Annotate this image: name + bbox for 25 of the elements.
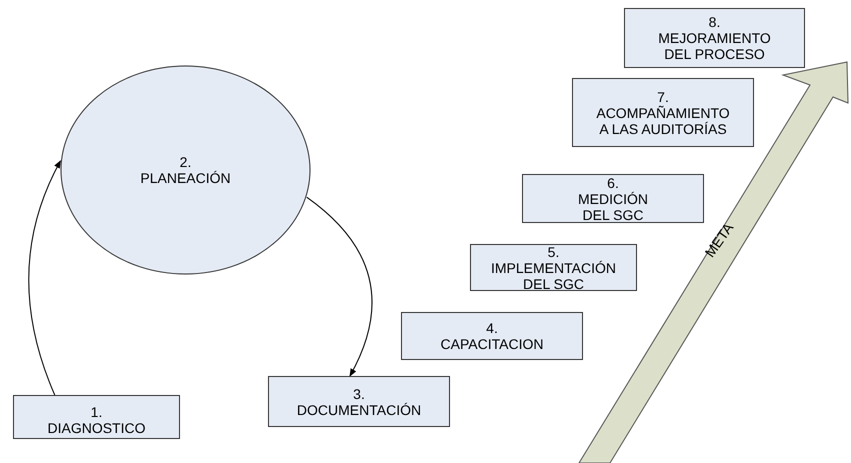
step-number: 1. (90, 404, 102, 420)
step-label: DIAGNOSTICO (47, 420, 146, 436)
step-box (624, 8, 805, 68)
curved-arrow (28, 160, 61, 396)
step-label: MEDICIÓN DEL SGC (577, 190, 649, 222)
step-number: 2. (180, 154, 192, 170)
step-label: DOCUMENTACIÓN (296, 402, 422, 418)
step-box (572, 78, 754, 147)
step-label: ACOMPAÑAMIENTO A LAS AUDITORÍAS (595, 104, 731, 136)
step-label: PLANEACIÓN (140, 170, 231, 186)
step-number: 8. (708, 14, 720, 30)
step-label: CAPACITACION (440, 336, 544, 352)
step-box (268, 376, 450, 427)
step-number: 7. (657, 88, 669, 104)
step-number: 6. (607, 174, 619, 190)
step-box (401, 312, 583, 360)
step-number: 4. (486, 320, 498, 336)
step-box (470, 244, 637, 291)
step-number: 3. (353, 386, 365, 402)
step-label: IMPLEMENTACIÓN DEL SGC (490, 260, 617, 292)
step-number: 5. (548, 244, 560, 260)
step-box (13, 395, 180, 439)
step-box (522, 174, 704, 223)
curved-arrow (306, 196, 372, 377)
step-label: MEJORAMIENTO DEL PROCESO (657, 30, 772, 62)
